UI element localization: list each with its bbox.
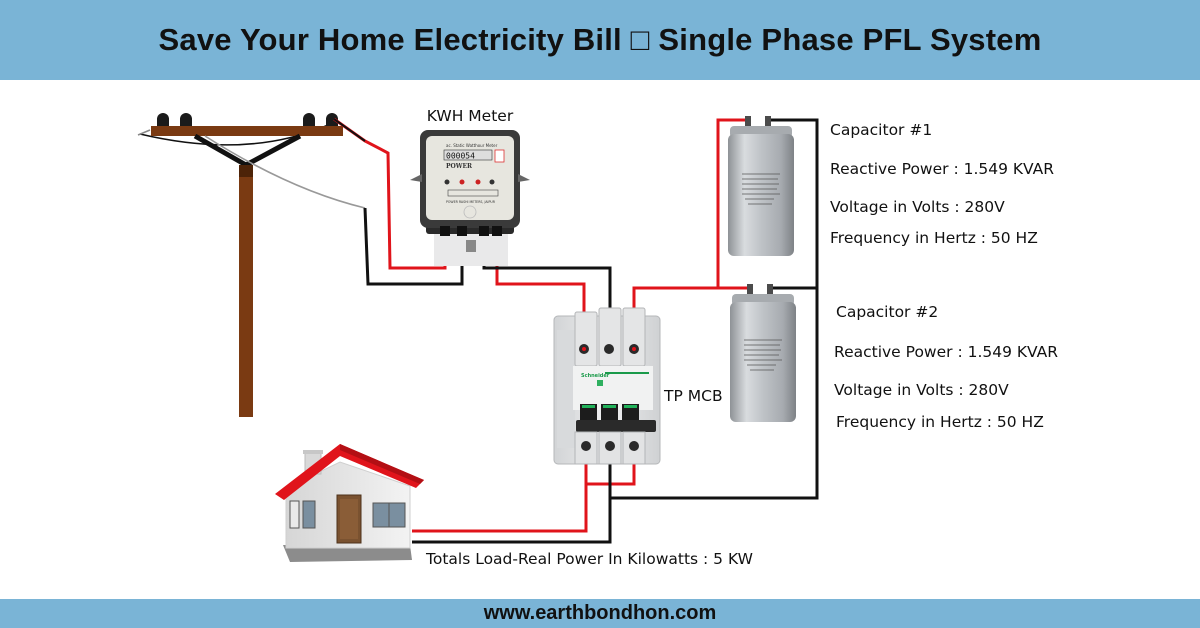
live-wire-mcb-house (412, 484, 588, 533)
capacitor-2-reactive-power: Reactive Power : 1.549 KVAR (834, 343, 1058, 361)
mcb-brand: Schneider (581, 373, 610, 379)
tp-mcb: Schneider TP MCB (553, 307, 723, 465)
kwh-meter-label: KWH Meter (427, 107, 514, 125)
capacitor-1 (728, 116, 794, 256)
capacitor-2-specs: Capacitor #2 Reactive Power : 1.549 KVAR… (834, 303, 1058, 431)
capacitor-2 (730, 284, 796, 422)
capacitor-2-frequency: Frequency in Hertz : 50 HZ (836, 413, 1044, 431)
capacitor-1-specs: Capacitor #1 Reactive Power : 1.549 KVAR… (830, 121, 1054, 247)
neutral-wire-mcb-house (412, 463, 612, 544)
tp-mcb-label: TP MCB (663, 387, 723, 405)
capacitor-2-title: Capacitor #2 (836, 303, 938, 321)
capacitor-2-voltage: Voltage in Volts : 280V (834, 381, 1009, 399)
house-icon (275, 444, 424, 562)
website-link[interactable]: www.earthbondhon.com (483, 602, 717, 624)
load-label: Totals Load-Real Power In Kilowatts : 5 … (425, 550, 753, 568)
kwh-meter: ac. Static Watthour Meter 000054 POWER P… (410, 107, 530, 266)
capacitor-1-voltage: Voltage in Volts : 280V (830, 198, 1005, 216)
svg-text:ac. Static Watthour Meter: ac. Static Watthour Meter (446, 143, 498, 148)
utility-pole (137, 113, 366, 417)
capacitor-1-title: Capacitor #1 (830, 121, 932, 139)
capacitor-1-frequency: Frequency in Hertz : 50 HZ (830, 229, 1038, 247)
title-banner: Save Your Home Electricity Bill □ Single… (0, 0, 1200, 80)
capacitor-1-reactive-power: Reactive Power : 1.549 KVAR (830, 160, 1054, 178)
footer-banner: www.earthbondhon.com (0, 599, 1200, 628)
meter-maker: POWER RASHI METERS, JAIPUR (446, 200, 496, 204)
page-title: Save Your Home Electricity Bill □ Single… (158, 22, 1042, 57)
cross-arm (151, 126, 343, 136)
insulator-icons (157, 113, 338, 126)
mcb-toggle-bar (576, 420, 656, 432)
neutral-wire-capacitors (611, 118, 819, 500)
meter-reading: 000054 (446, 152, 475, 161)
pole-post (239, 177, 253, 417)
meter-brand: POWER (446, 163, 473, 170)
